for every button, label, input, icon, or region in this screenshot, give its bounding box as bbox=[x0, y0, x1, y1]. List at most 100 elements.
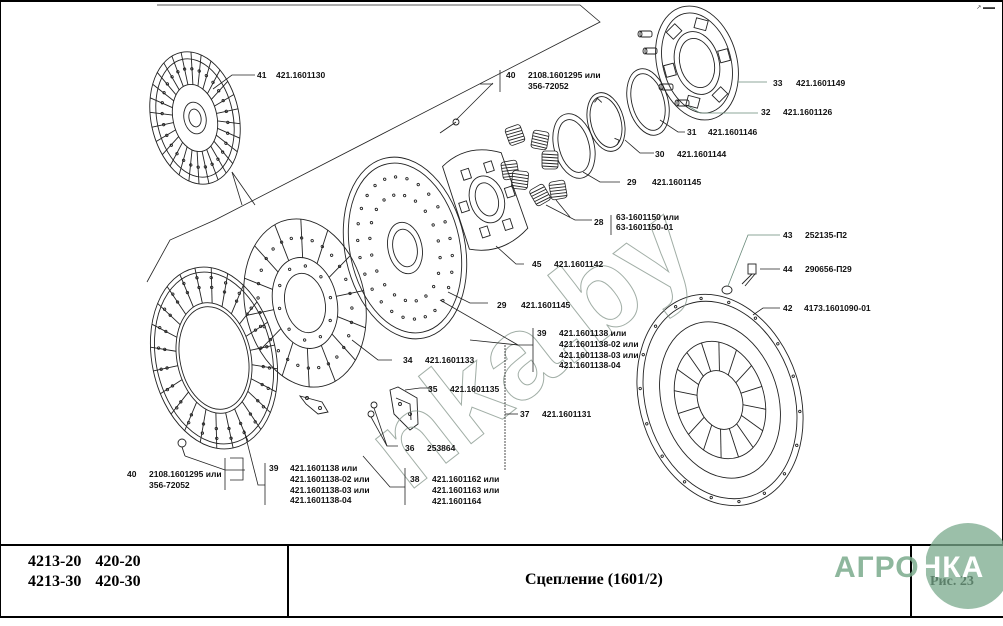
svg-text:253864: 253864 bbox=[427, 443, 456, 453]
spring-window bbox=[665, 23, 683, 40]
svg-text:34: 34 bbox=[403, 355, 413, 365]
model-code: 4213-20 bbox=[28, 553, 82, 570]
svg-text:32: 32 bbox=[761, 107, 771, 117]
corner-mark: ↗ ▬▬ bbox=[976, 5, 995, 11]
spring-window bbox=[277, 306, 282, 311]
lining-segment-line bbox=[247, 390, 271, 413]
rivet-dot bbox=[162, 91, 166, 95]
rivet-dot bbox=[259, 346, 263, 350]
rivet-dot bbox=[335, 355, 339, 359]
svg-text:421.1601135: 421.1601135 bbox=[450, 384, 499, 394]
disc-segment-line bbox=[336, 290, 364, 297]
model-code: 420-20 bbox=[95, 553, 141, 570]
svg-text:421.1601138-02 или: 421.1601138-02 или bbox=[559, 339, 639, 349]
assembly-outline bbox=[146, 4, 601, 283]
disc-segment-line bbox=[190, 52, 194, 85]
rivet-dot bbox=[267, 366, 272, 370]
plate-hole bbox=[402, 193, 407, 198]
lining-segment-line bbox=[157, 303, 181, 326]
disc-segment-line bbox=[306, 348, 310, 387]
plate-hole bbox=[358, 255, 362, 260]
rivet-dot bbox=[189, 163, 193, 167]
plate-hole bbox=[401, 315, 405, 319]
svg-text:421.1601162 или: 421.1601162 или bbox=[432, 474, 499, 484]
rivet-dot bbox=[175, 152, 179, 156]
cover-bolt-hole bbox=[727, 300, 731, 305]
rivet-dot bbox=[185, 290, 190, 295]
disc-segment-line bbox=[156, 72, 177, 96]
spring-window bbox=[663, 62, 677, 78]
pressure-plate-rib bbox=[740, 385, 762, 394]
svg-text:63-1601150-01: 63-1601150-01 bbox=[616, 222, 673, 232]
callout-40-top: 40 2108.1601295 или 356-72052 bbox=[506, 70, 601, 91]
rivet-dot bbox=[182, 281, 186, 286]
disc-segment-line bbox=[259, 328, 282, 351]
title-cell: Сцепление (1601/2) bbox=[289, 546, 912, 616]
part-44-bolt bbox=[741, 263, 757, 287]
rivet-dot bbox=[158, 325, 162, 330]
cover-bolt-hole bbox=[737, 499, 741, 504]
svg-text:421.1601133: 421.1601133 bbox=[425, 355, 474, 365]
svg-text:43: 43 bbox=[783, 230, 793, 240]
rivet-dot bbox=[171, 292, 175, 296]
rivet-dot bbox=[201, 422, 206, 426]
rivet-dot bbox=[197, 285, 201, 290]
callout-29-upper: 29 421.1601145 bbox=[627, 177, 701, 187]
callout-32: 32 421.1601126 bbox=[761, 107, 832, 117]
plate-hole bbox=[359, 206, 364, 211]
plate-hole bbox=[436, 205, 440, 209]
disc-segment-line bbox=[213, 140, 234, 164]
lining-segment-line bbox=[166, 286, 187, 315]
svg-text:39: 39 bbox=[537, 328, 547, 338]
rivet-dot bbox=[229, 436, 233, 440]
disc-segment-line bbox=[300, 219, 304, 258]
disc-segment-line bbox=[196, 151, 200, 184]
model-code: 4213-30 bbox=[28, 573, 82, 590]
svg-text:421.1601130: 421.1601130 bbox=[276, 70, 325, 80]
plate-hole bbox=[446, 285, 451, 290]
rivet-dot bbox=[248, 412, 253, 416]
plate-hole bbox=[365, 193, 369, 198]
rivet-dot bbox=[216, 157, 220, 161]
spring-window bbox=[501, 217, 514, 232]
disc-segment-line bbox=[331, 333, 356, 361]
rivet-dot bbox=[253, 328, 258, 332]
part-38-bracket bbox=[298, 395, 329, 415]
callout-38: 38 421.1601162 или 421.1601163 или 421.1… bbox=[410, 474, 499, 506]
rivet-dot bbox=[264, 256, 268, 261]
plate-hole bbox=[433, 308, 437, 313]
part-39-friction-lining bbox=[149, 266, 279, 450]
callout-44: 44 290656-П29 bbox=[783, 264, 852, 274]
callout-40-bottom: 40 2108.1601295 или 356-72052 bbox=[127, 469, 222, 490]
damper-spring bbox=[511, 170, 529, 190]
part-33-hub-plate bbox=[655, 5, 739, 121]
damper-spring bbox=[530, 129, 550, 151]
plate-hole bbox=[363, 272, 367, 276]
plate-hole bbox=[383, 283, 387, 287]
svg-text:421.1601131: 421.1601131 bbox=[542, 409, 591, 419]
rivet-dot bbox=[261, 364, 265, 369]
cover-bolt-hole bbox=[791, 374, 795, 378]
cover-bolt-hole bbox=[798, 409, 802, 414]
disc-segment-line bbox=[281, 342, 294, 376]
svg-text:29: 29 bbox=[627, 177, 637, 187]
disc-segment-line bbox=[316, 230, 329, 264]
cover-bolt-hole bbox=[638, 386, 642, 391]
cover-bolt-hole bbox=[645, 422, 649, 426]
plate-hole bbox=[416, 182, 420, 187]
svg-text:421.1601149: 421.1601149 bbox=[796, 78, 845, 88]
rivet-dot bbox=[165, 82, 170, 86]
disc-segment-line bbox=[171, 55, 184, 87]
disc-segment-line bbox=[201, 151, 210, 184]
pressure-plate-rib bbox=[736, 423, 754, 448]
rivet-dot bbox=[256, 399, 260, 403]
callout-37: 37 421.1601131 bbox=[520, 409, 591, 419]
pressure-plate-rib bbox=[718, 342, 720, 372]
rivet-dot bbox=[200, 431, 205, 435]
rivet-dot bbox=[261, 405, 266, 409]
part-35-retainer bbox=[389, 386, 419, 431]
svg-text:252135-П2: 252135-П2 bbox=[805, 230, 847, 240]
rivet-dot bbox=[344, 277, 348, 281]
